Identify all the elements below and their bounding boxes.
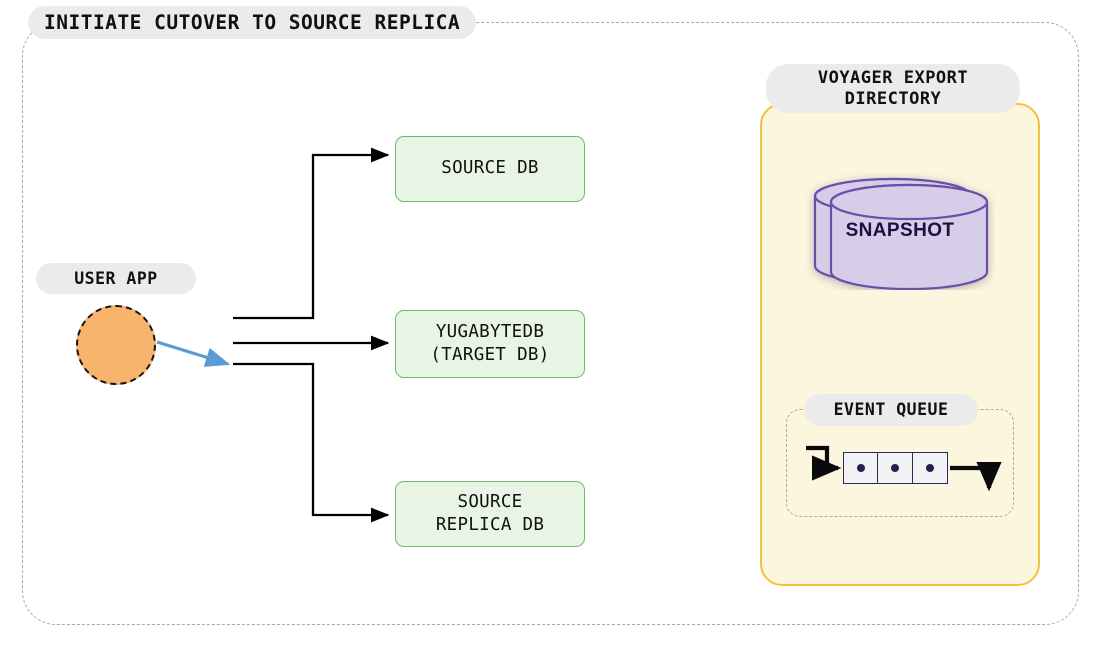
snapshot-cylinder: SNAPSHOT xyxy=(805,172,995,291)
source-replica-db-box: SOURCE REPLICA DB xyxy=(395,481,585,547)
event-dot-icon xyxy=(857,464,865,472)
event-queue-cell xyxy=(843,452,879,484)
snapshot-cylinder-icon xyxy=(813,177,989,291)
user-app-circle xyxy=(76,305,156,385)
outer-diagram-frame xyxy=(22,22,1079,625)
user-app-label: USER APP xyxy=(36,263,196,294)
source-db-box: SOURCE DB xyxy=(395,136,585,202)
event-queue-cell xyxy=(911,452,948,484)
event-dot-icon xyxy=(891,464,900,472)
target-db-box: YUGABYTEDB (TARGET DB) xyxy=(395,310,585,378)
event-queue-cell xyxy=(877,452,914,484)
event-queue-cells xyxy=(843,452,948,484)
voyager-export-directory-label: VOYAGER EXPORT DIRECTORY xyxy=(766,64,1020,113)
event-queue-label: EVENT QUEUE xyxy=(804,394,978,426)
diagram-title: INITIATE CUTOVER TO SOURCE REPLICA xyxy=(28,6,477,39)
event-dot-icon xyxy=(925,464,934,472)
